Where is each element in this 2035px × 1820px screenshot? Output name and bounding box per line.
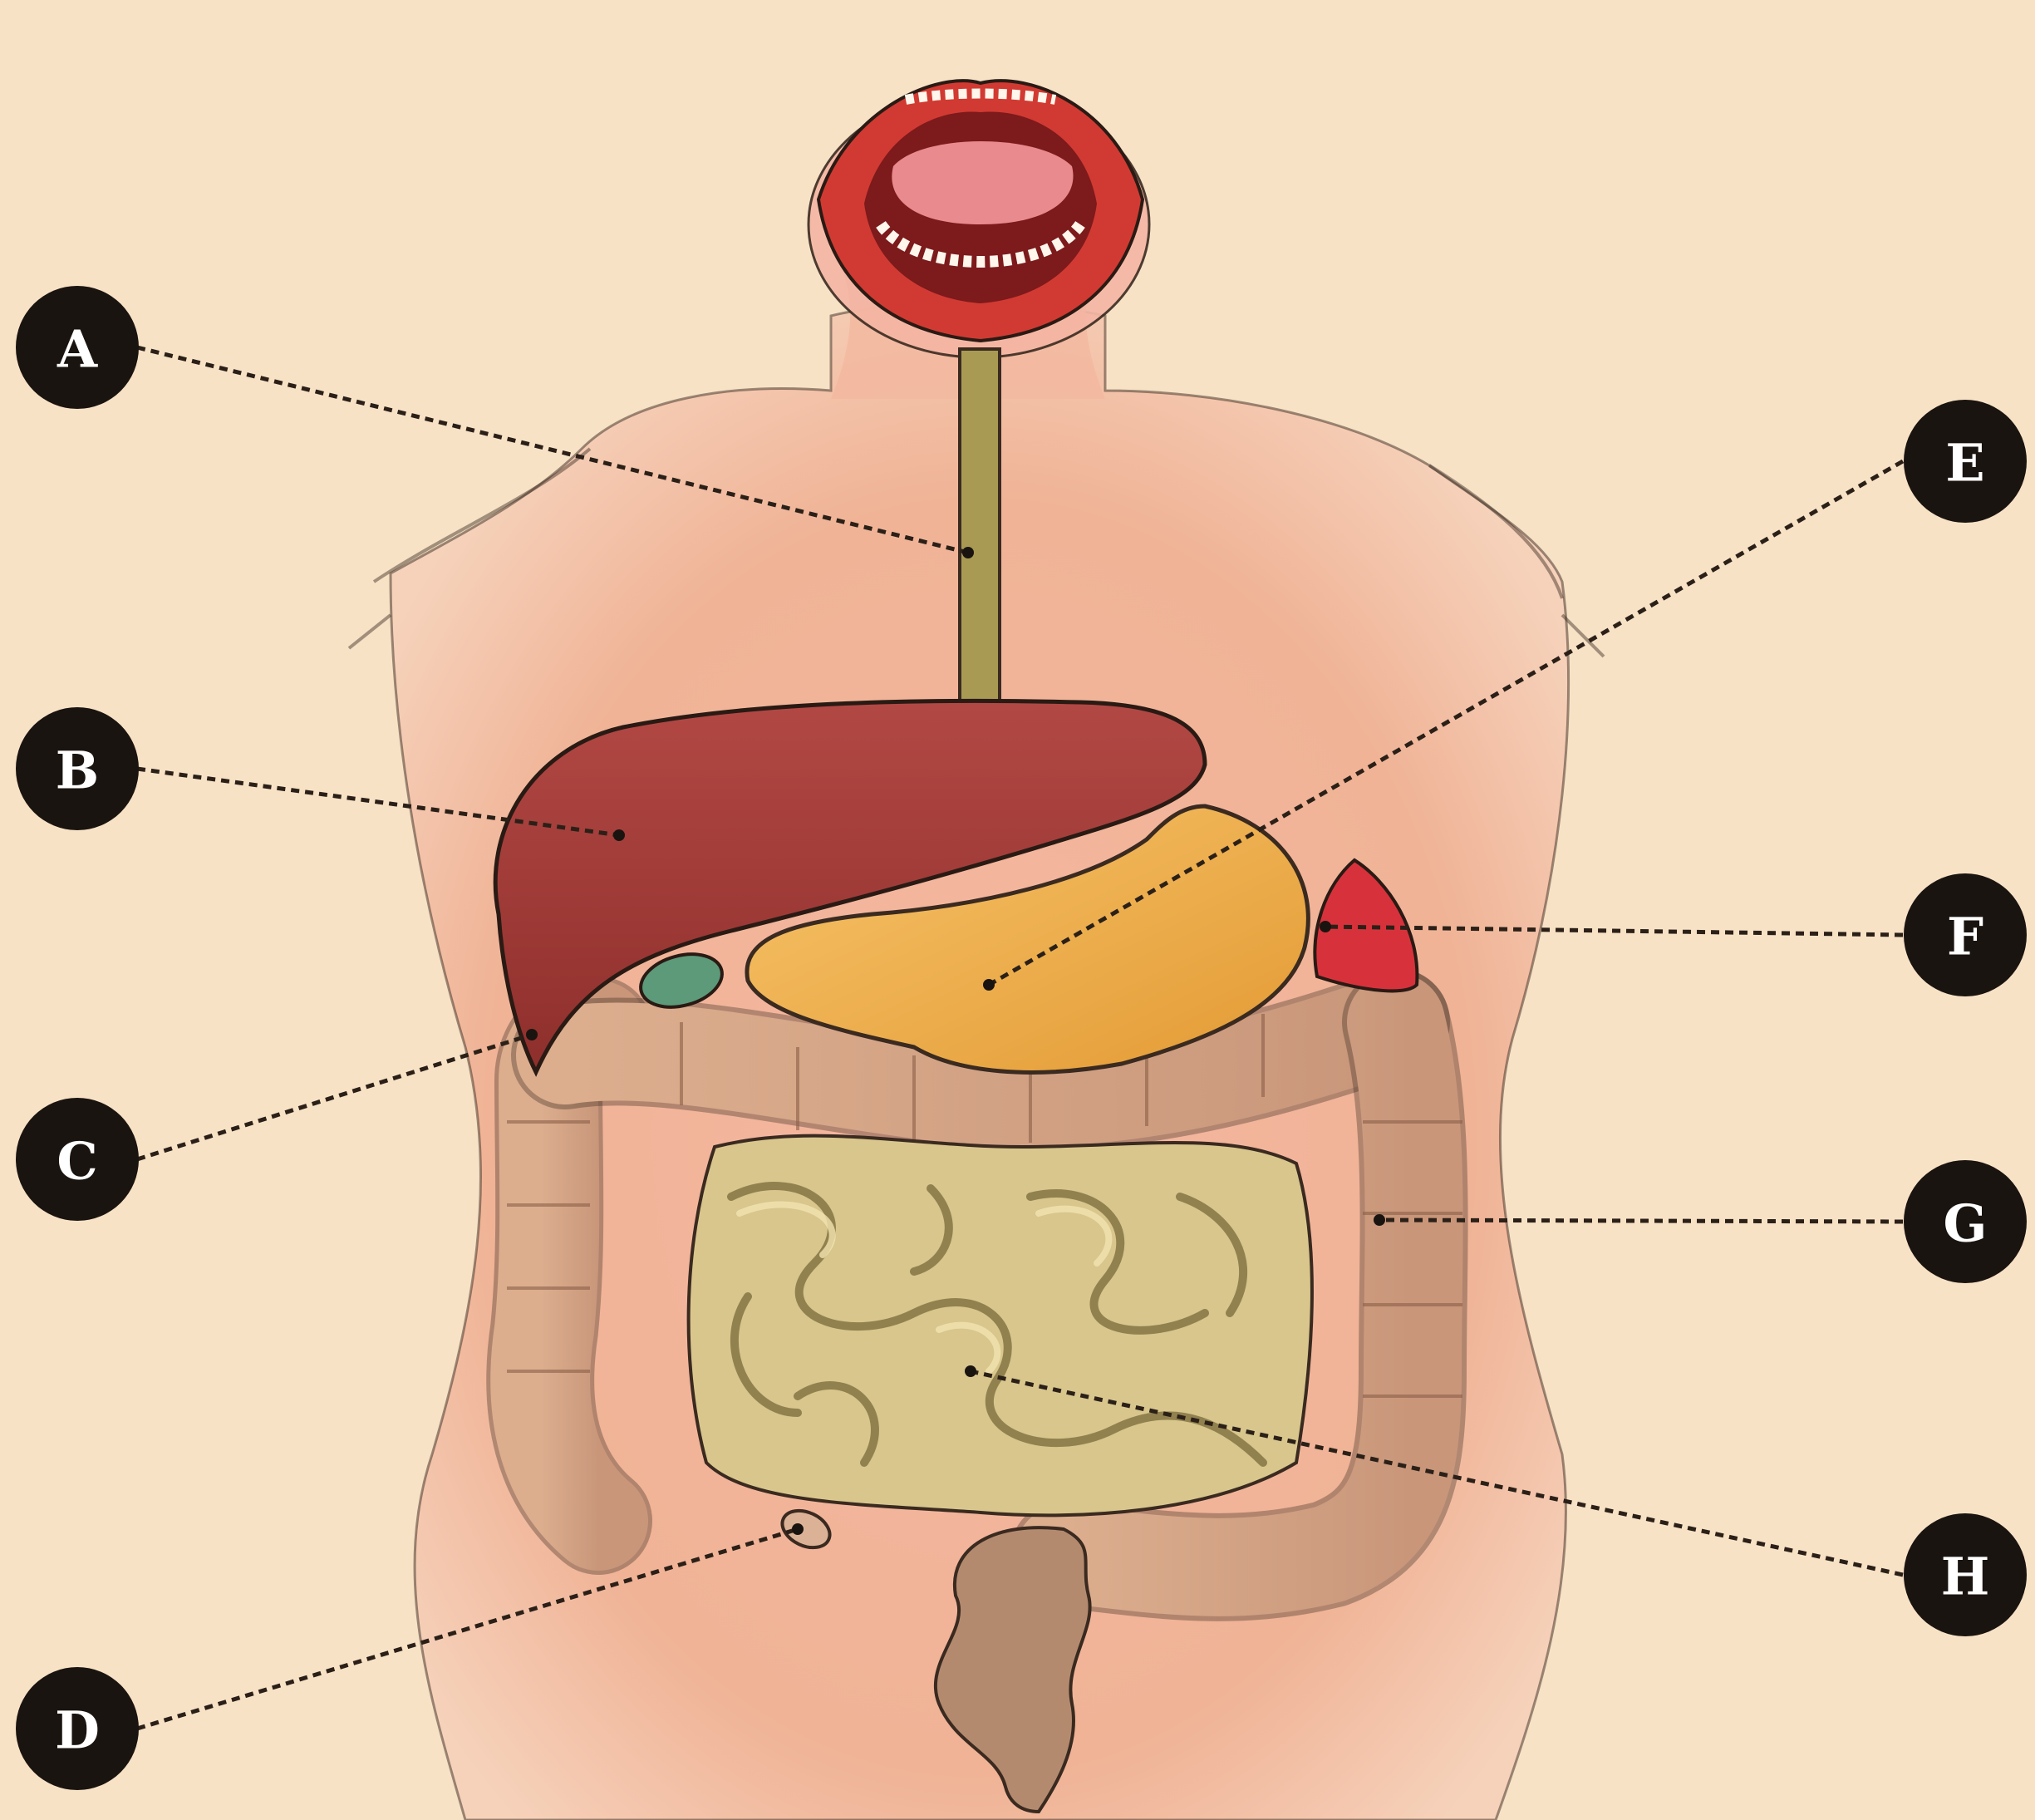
label-f: F (1947, 907, 1983, 967)
leader-line-g (1379, 1220, 1903, 1222)
pointer-dot-f (1320, 921, 1331, 932)
pointer-dot-h (965, 1365, 976, 1377)
label-b: B (56, 740, 99, 801)
label-badge-c: C (16, 1098, 139, 1221)
small-intestine (689, 1136, 1312, 1516)
label-badge-a: A (16, 286, 139, 409)
label-c: C (57, 1131, 97, 1192)
label-badge-b: B (16, 707, 139, 830)
label-g: G (1944, 1193, 1988, 1254)
label-h: H (1941, 1547, 1990, 1607)
pointer-dot-g (1374, 1214, 1385, 1226)
label-a: A (57, 319, 98, 380)
label-e: E (1945, 433, 1984, 494)
tongue (892, 141, 1073, 224)
label-badge-e: E (1904, 400, 2027, 523)
mouth (809, 81, 1149, 357)
pointer-dot-a (962, 547, 974, 558)
esophagus (960, 349, 1000, 715)
label-badge-h: H (1904, 1513, 2027, 1636)
label-d: D (55, 1700, 100, 1761)
label-badge-d: D (16, 1667, 139, 1790)
label-badge-g: G (1904, 1160, 2027, 1283)
label-badge-f: F (1904, 873, 2027, 996)
pointer-dot-c (526, 1029, 538, 1040)
pointer-dot-b (613, 829, 625, 841)
pointer-dot-e (983, 979, 995, 991)
pointer-dot-d (792, 1523, 804, 1535)
